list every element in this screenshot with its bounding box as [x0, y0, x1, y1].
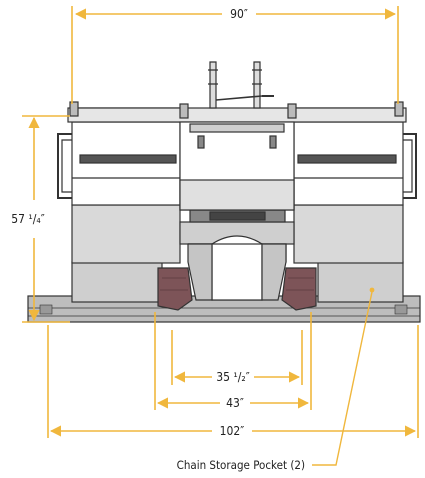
- right-chain-pocket: [281, 267, 317, 311]
- dim-label-height: 57 ¹/₄″: [11, 212, 44, 226]
- callout-label: Chain Storage Pocket (2): [177, 458, 305, 472]
- top-rail: [67, 107, 407, 123]
- callout-leader: [312, 291, 373, 466]
- dimension-lines: [22, 6, 419, 466]
- left-hitch-hook: [208, 61, 218, 109]
- left-chain-pocket: [157, 267, 193, 311]
- left-side-handle: [57, 133, 72, 199]
- machine-frame: [27, 61, 421, 323]
- right-side-handle: [403, 133, 417, 199]
- left-tooth-bar: [79, 154, 177, 164]
- left-middle-panel: [71, 204, 181, 264]
- left-lower-box: [71, 261, 163, 303]
- dim-label-pocket-spacing: 43″: [226, 396, 244, 410]
- dim-label-overall-width: 102″: [220, 424, 245, 438]
- right-lower-box: [317, 261, 404, 303]
- dim-label-top-width: 90″: [230, 7, 248, 21]
- dim-label-inner-width: 35 ¹/₂″: [216, 370, 249, 384]
- right-middle-panel: [293, 204, 404, 264]
- right-tooth-bar: [297, 154, 397, 164]
- right-hitch-hook: [252, 61, 262, 109]
